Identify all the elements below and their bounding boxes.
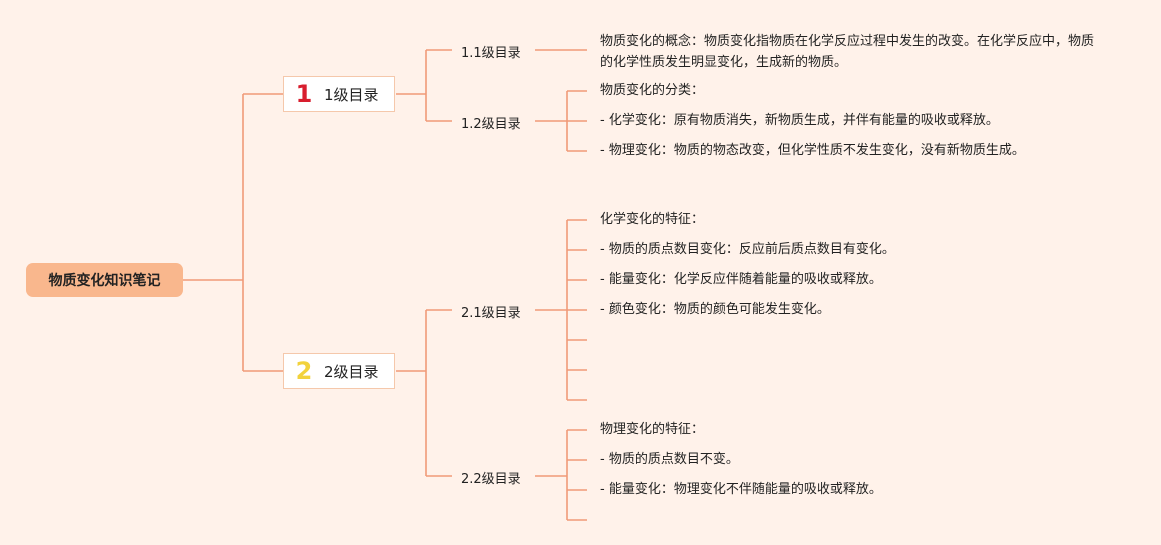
leaf-2-2-1[interactable]: 物理变化的特征： <box>600 422 705 437</box>
section-1-label: 1级目录 <box>324 85 379 104</box>
section-2-label: 2级目录 <box>324 362 379 381</box>
leaf-2-2-2[interactable]: - 物质的质点数目不变。 <box>600 452 739 467</box>
section-2-topic[interactable]: 2 2级目录 <box>283 353 395 389</box>
leaf-2-1-3[interactable]: - 能量变化：化学反应伴随着能量的吸收或释放。 <box>600 272 882 287</box>
section-1-number-icon: 1 <box>295 80 313 108</box>
leaf-2-1-2[interactable]: - 物质的质点数目变化：反应前后质点数目有变化。 <box>600 242 895 257</box>
section-2-number-icon: 2 <box>295 357 313 385</box>
leaf-2-2-3[interactable]: - 能量变化：物理变化不伴随能量的吸收或释放。 <box>600 482 882 497</box>
leaf-2-1-4[interactable]: - 颜色变化：物质的颜色可能发生变化。 <box>600 302 830 317</box>
subsection-1-1[interactable]: 1.1级目录 <box>461 46 521 61</box>
subsection-2-2[interactable]: 2.2级目录 <box>461 472 521 487</box>
leaf-2-1-1[interactable]: 化学变化的特征： <box>600 212 705 227</box>
subsection-1-2[interactable]: 1.2级目录 <box>461 117 521 132</box>
subsection-2-1[interactable]: 2.1级目录 <box>461 306 521 321</box>
leaf-1-1-1[interactable]: 物质变化的概念：物质变化指物质在化学反应过程中发生的改变。在化学反应中，物质的化… <box>600 34 1095 70</box>
root-topic[interactable]: 物质变化知识笔记 <box>26 263 183 297</box>
root-title: 物质变化知识笔记 <box>48 273 161 289</box>
section-1-topic[interactable]: 1 1级目录 <box>283 76 395 112</box>
leaf-1-2-2[interactable]: - 化学变化：原有物质消失，新物质生成，并伴有能量的吸收或释放。 <box>600 113 999 128</box>
leaf-1-2-1[interactable]: 物质变化的分类： <box>600 83 705 98</box>
leaf-1-2-3[interactable]: - 物理变化：物质的物态改变，但化学性质不发生变化，没有新物质生成。 <box>600 143 1025 158</box>
